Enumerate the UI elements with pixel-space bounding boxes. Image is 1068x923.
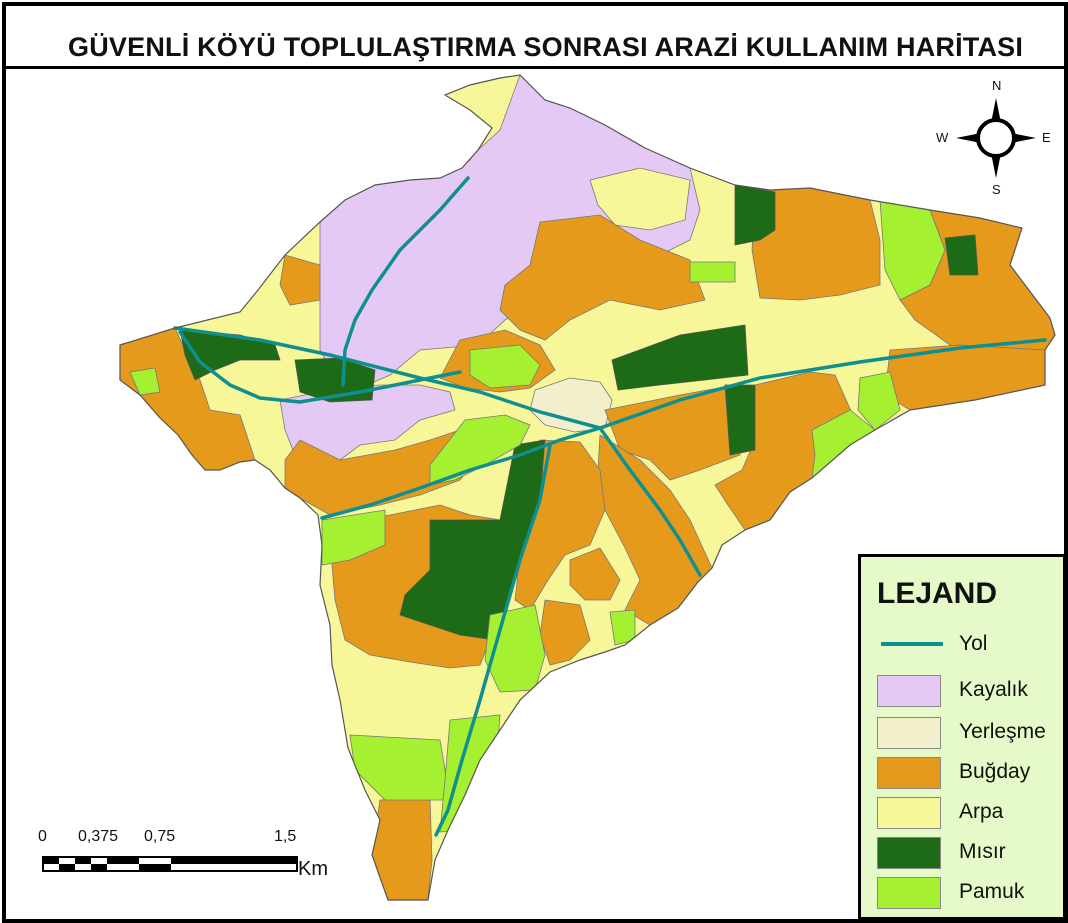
legend-fill-swatch	[877, 837, 941, 869]
legend-label: Kayalık	[959, 678, 1028, 701]
legend-title: LEJAND	[877, 577, 998, 610]
legend-label: Buğday	[959, 760, 1031, 783]
legend-fill-swatch	[877, 797, 941, 829]
parcel-bugday-center-north	[499, 214, 706, 341]
parcel-misir-center	[611, 324, 749, 391]
legend-fill-swatch	[877, 717, 941, 749]
legend-label: Yol	[959, 632, 988, 655]
legend-fill-swatch	[877, 877, 941, 909]
compass-e-label: E	[1042, 130, 1051, 145]
compass-rose-icon	[956, 98, 1036, 178]
road-north	[341, 176, 470, 387]
legend-fill-swatch	[877, 757, 941, 789]
scale-bar: 0 0,375 0,75 1,5 Km	[36, 828, 356, 888]
legend-line-swatch	[881, 642, 943, 646]
parcel-pamuk-west	[129, 367, 161, 396]
map-title: GÜVENLİ KÖYÜ TOPLULAŞTIRMA SONRASI ARAZİ…	[68, 32, 1024, 62]
scale-tick-2: 0,75	[144, 828, 176, 845]
parcel-misir-ne	[944, 234, 979, 276]
road-east-west	[173, 326, 1047, 430]
road-west-loop	[178, 330, 462, 404]
parcel-misir-north	[734, 184, 776, 246]
north-arrow: N S W E	[928, 78, 1051, 197]
parcel-pamuk-east2	[857, 371, 901, 431]
parcel-bugday-nw	[279, 254, 321, 306]
compass-s-label: S	[992, 182, 1001, 197]
legend-label: Yerleşme	[959, 720, 1046, 743]
parcel-bugday-ec1	[604, 384, 746, 481]
roads	[173, 176, 1047, 837]
legend-label: Mısır	[959, 840, 1006, 863]
scale-tick-1: 0,375	[78, 828, 119, 845]
scale-unit: Km	[298, 858, 328, 880]
parcel-bugday-south-tip	[371, 797, 433, 900]
compass-n-label: N	[992, 78, 1002, 93]
parcel-misir-east	[724, 384, 756, 456]
scale-tick-0: 0	[38, 828, 47, 845]
scale-tick-3: 1,5	[274, 828, 297, 845]
title-bar: GÜVENLİ KÖYÜ TOPLULAŞTIRMA SONRASI ARAZİ…	[6, 6, 1064, 69]
parcel-bugday-small	[569, 547, 621, 601]
legend-fill-swatch	[877, 675, 941, 707]
scale-bar-graphic	[42, 856, 298, 872]
legend-label: Pamuk	[959, 880, 1025, 903]
parcel-arpa-pocket	[589, 167, 691, 231]
legend-label: Arpa	[959, 800, 1004, 823]
parcel-pamuk-sw	[321, 509, 386, 566]
parcel-pamuk-n-small	[689, 261, 736, 283]
compass-w-label: W	[936, 130, 949, 145]
road-south-west	[320, 426, 602, 520]
parcel-pamuk-center2	[429, 414, 531, 486]
road-south-east	[598, 426, 702, 577]
parcel-pamuk-center	[469, 344, 541, 389]
road-south	[434, 443, 552, 837]
